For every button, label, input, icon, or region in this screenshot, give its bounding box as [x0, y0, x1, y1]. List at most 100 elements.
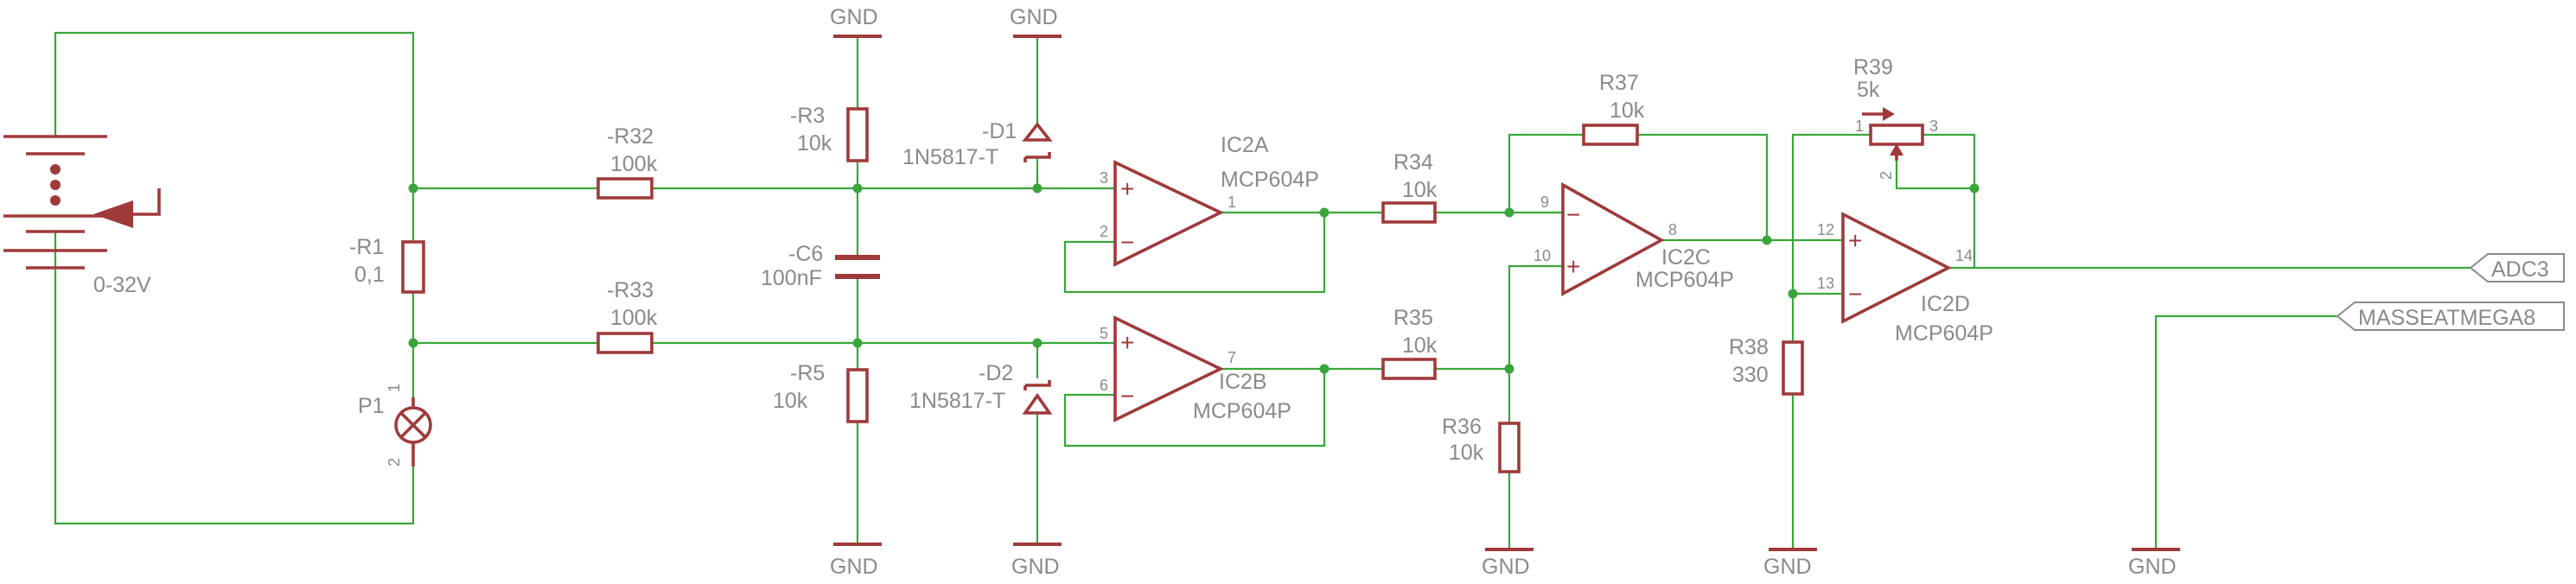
gnd-bottom-d2: GND	[1011, 543, 1062, 579]
r34-resistor: R34 10k	[1381, 150, 1438, 224]
c6-name: -C6	[788, 242, 823, 266]
junction-dot	[1319, 364, 1329, 374]
junction-dot	[1504, 207, 1514, 218]
junction-dot	[1969, 183, 1980, 194]
adc3-net-label: ADC3	[2469, 253, 2565, 282]
p1-name: P1	[358, 394, 385, 418]
r33-resistor: -R33 100k	[596, 278, 658, 354]
d1-name: -D1	[982, 119, 1017, 143]
r5-name: -R5	[790, 361, 825, 385]
wire-ic2a-feedback	[1063, 213, 1326, 294]
masse-net-label: MASSEATMEGA8	[2336, 302, 2565, 331]
gnd-label: GND	[1482, 555, 1530, 579]
r3-value: 10k	[797, 131, 832, 156]
wire-r37	[1508, 133, 1769, 240]
r33-value: 100k	[610, 306, 658, 330]
gnd-label: GND	[1010, 5, 1058, 29]
r34-name: R34	[1393, 150, 1433, 175]
wire-ic2b-feedback	[1063, 369, 1326, 448]
r32-resistor: -R32 100k	[596, 124, 658, 200]
masse-text: MASSEATMEGA8	[2358, 306, 2535, 330]
r37-value: 10k	[1610, 98, 1645, 123]
ic2c-pin-plus: 10	[1533, 247, 1551, 264]
ic2b-value: MCP604P	[1193, 399, 1291, 423]
gnd-top-d1: GND	[1010, 5, 1062, 38]
r39-pin2: 2	[1878, 171, 1895, 180]
ic2b-pin-plus: 5	[1100, 325, 1108, 342]
junction-dot	[1762, 235, 1772, 245]
ic2b-plus-sign: +	[1120, 329, 1134, 356]
r32-name: -R32	[607, 124, 654, 149]
wire-r39	[1791, 133, 1976, 294]
r36-value: 10k	[1449, 441, 1484, 465]
ic2b-pin-minus: 6	[1100, 377, 1108, 394]
r33-name: -R33	[607, 278, 654, 302]
wire-ic2c-plus	[1508, 264, 1563, 369]
ic2d-pin-plus: 12	[1817, 221, 1834, 238]
gnd-label: GND	[830, 555, 878, 579]
gnd-bottom-r5: GND	[830, 543, 882, 579]
c6-value: 100nF	[761, 266, 822, 290]
d2-value: 1N5817-T	[909, 389, 1005, 413]
p1-pin1: 1	[386, 384, 403, 392]
ic2a-minus-sign: −	[1120, 229, 1134, 256]
ic2d-name: IC2D	[1921, 292, 1970, 316]
ic2b-pin-out: 7	[1227, 349, 1236, 366]
ic2c-opamp: − + 9 10 8 IC2C MCP604P	[1533, 181, 1734, 297]
r1-resistor: -R1 0,1	[349, 235, 425, 294]
ic2a-opamp: + − 3 2 1 IC2A MCP604P	[1100, 133, 1319, 267]
r36-name: R36	[1442, 415, 1482, 439]
ic2c-value: MCP604P	[1636, 268, 1734, 292]
r38-name: R38	[1729, 335, 1769, 359]
gnd-label: GND	[2128, 555, 2177, 579]
ic2d-plus-sign: +	[1848, 227, 1862, 254]
r1-value: 0,1	[354, 263, 385, 287]
wire-r39-wiper	[1895, 161, 1974, 190]
p1-pin2: 2	[386, 458, 403, 467]
junction-dot	[1032, 338, 1043, 348]
r37-name: R37	[1599, 71, 1639, 95]
wires	[54, 31, 2471, 549]
ic2c-pin-out: 8	[1668, 221, 1677, 238]
gnd-label: GND	[830, 5, 878, 29]
ic2a-pin-plus: 3	[1100, 169, 1108, 187]
r39-pin3: 3	[1929, 117, 1938, 135]
junction-dot	[852, 183, 863, 194]
r39-trimmer: R39 5k 1 3 2	[1853, 55, 1938, 180]
ic2d-value: MCP604P	[1895, 321, 1993, 346]
ic2b-minus-sign: −	[1120, 383, 1134, 409]
ic2c-minus-sign: −	[1566, 201, 1580, 228]
ic2a-pin-out: 1	[1227, 194, 1236, 211]
r1-name: -R1	[349, 235, 384, 259]
d1-value: 1N5817-T	[902, 145, 998, 169]
d2-diode: -D2 1N5817-T	[909, 361, 1053, 415]
r3-resistor: -R3 10k	[790, 104, 869, 162]
battery-value: 0-32V	[93, 273, 151, 297]
battery-symbol: 0-32V	[3, 135, 161, 297]
adc3-text: ADC3	[2491, 257, 2549, 282]
c6-capacitor: -C6 100nF	[761, 242, 880, 290]
junction-dot	[1788, 289, 1798, 299]
r5-resistor: -R5 10k	[773, 361, 869, 423]
r35-value: 10k	[1402, 333, 1438, 358]
r39-name: R39	[1853, 55, 1893, 79]
ic2a-value: MCP604P	[1221, 168, 1319, 192]
ic2c-name: IC2C	[1661, 245, 1711, 270]
ic2b-opamp: + − 5 6 7 IC2B MCP604P	[1100, 315, 1291, 423]
d2-name: -D2	[979, 361, 1013, 385]
r34-value: 10k	[1402, 178, 1438, 202]
r3-name: -R3	[790, 104, 825, 128]
ic2a-name: IC2A	[1221, 133, 1269, 157]
r35-name: R35	[1393, 306, 1433, 330]
r39-pin1: 1	[1855, 117, 1864, 135]
gnd-bottom-masse: GND	[2128, 548, 2180, 579]
junction-dot	[1504, 364, 1514, 374]
ic2d-pin-out: 14	[1955, 247, 1973, 264]
wire-masse	[2154, 314, 2337, 549]
ic2a-plus-sign: +	[1120, 175, 1134, 202]
d1-diode: -D1 1N5817-T	[902, 119, 1053, 169]
gnd-top-r3: GND	[830, 5, 882, 38]
wire-battery-bottom	[54, 232, 415, 525]
r38-resistor: R38 330	[1729, 335, 1804, 396]
